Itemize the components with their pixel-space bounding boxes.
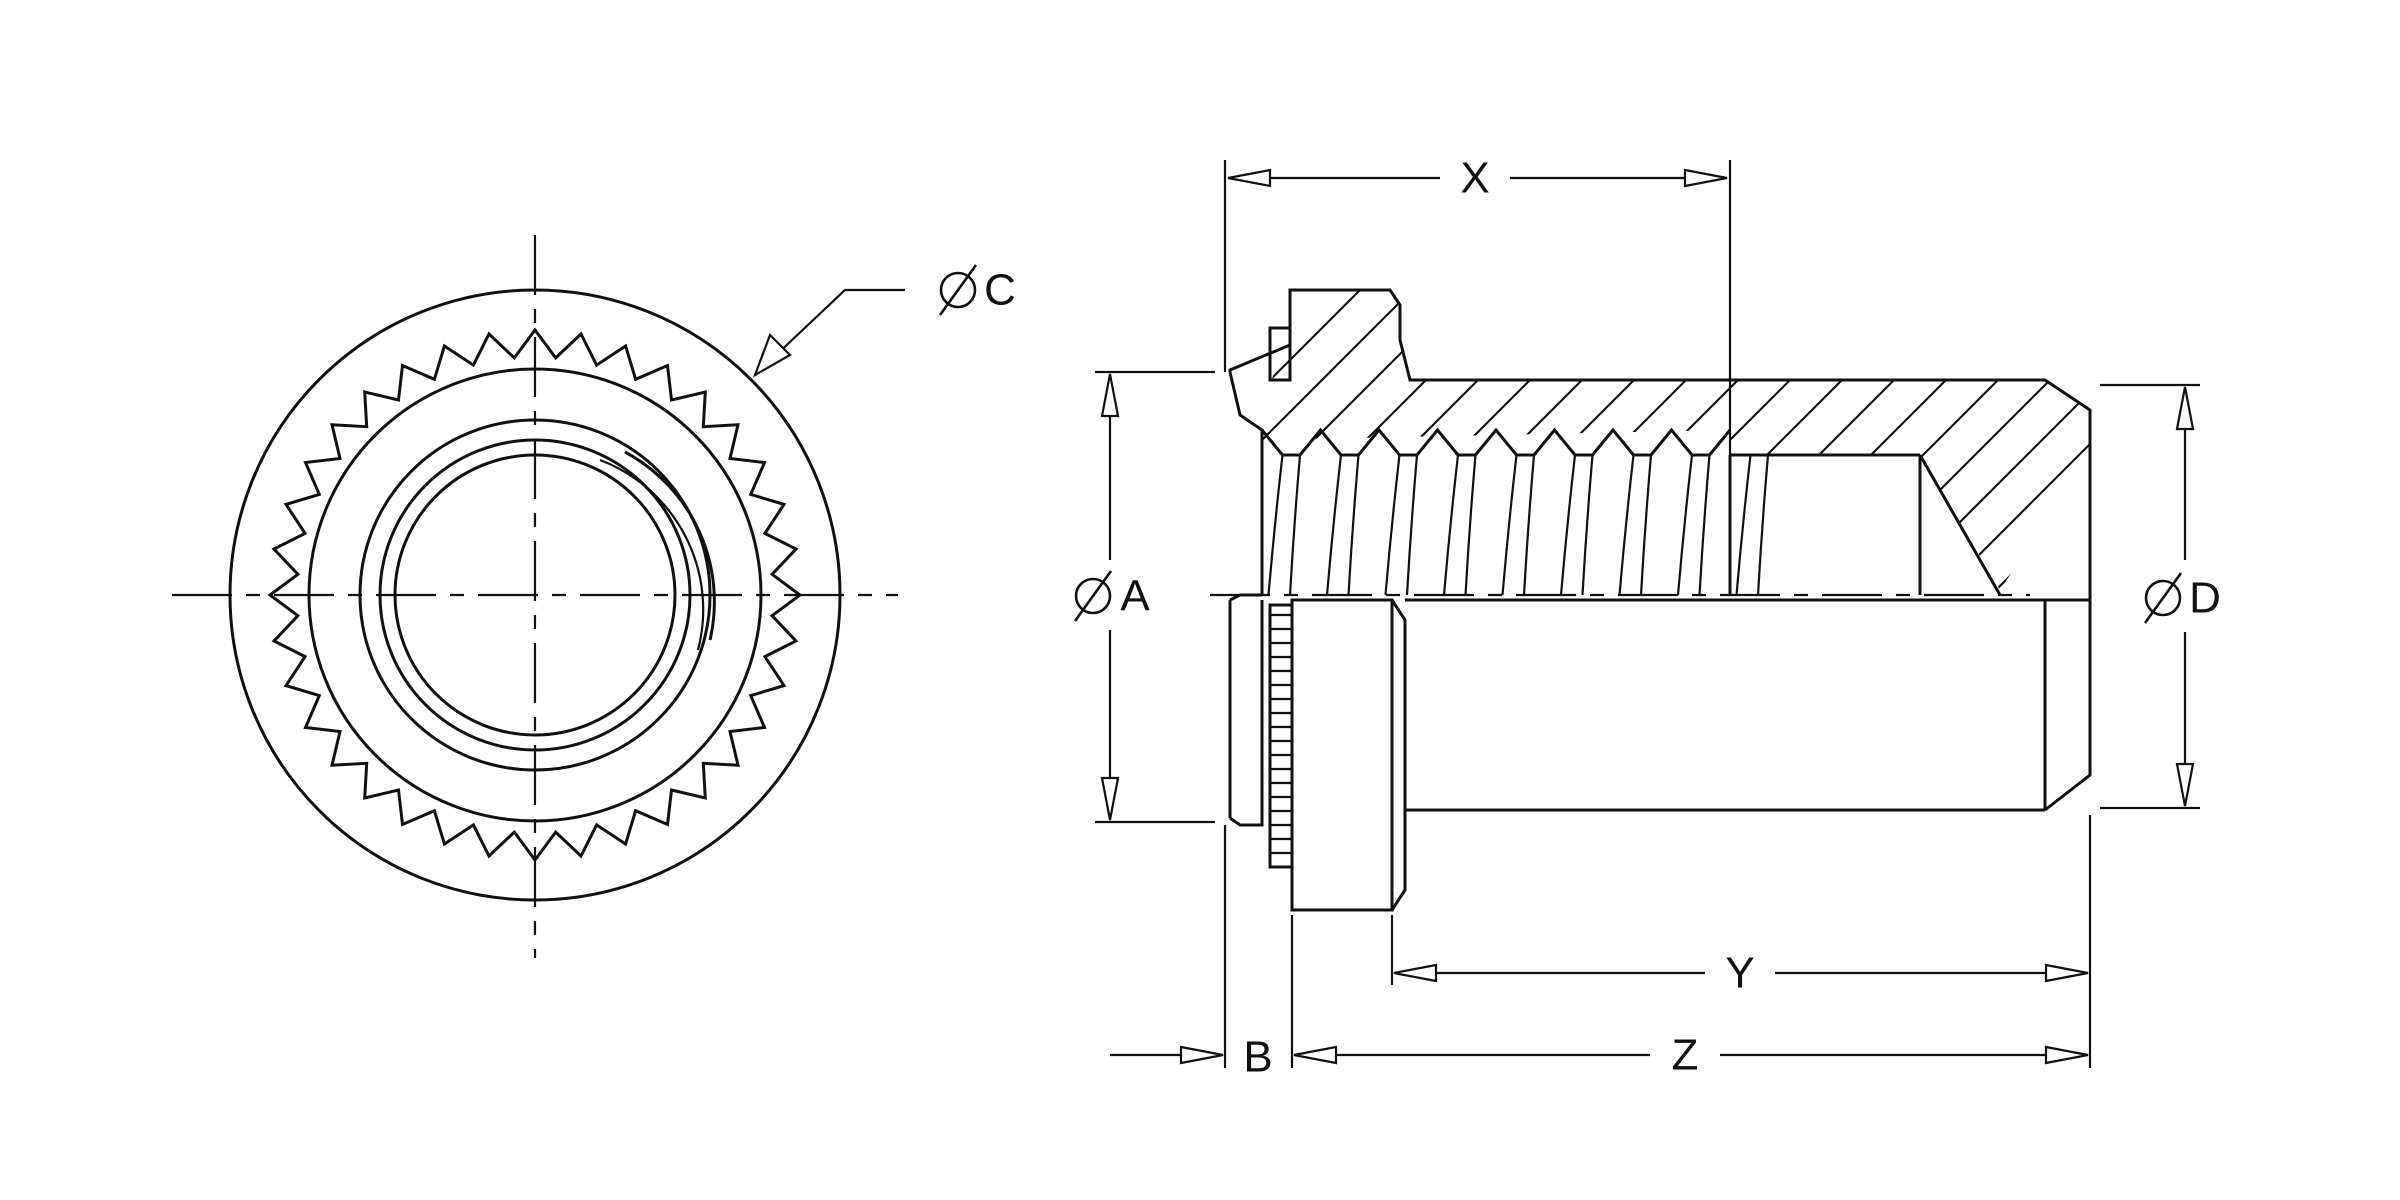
head-collar-chamfer <box>1390 599 1407 911</box>
dim-dia-d: D <box>2100 383 2221 810</box>
flange-top-edge <box>1229 593 1262 602</box>
thread-start-arc-inner <box>599 458 705 651</box>
dia-c-label: C <box>938 264 1016 316</box>
hatch-line <box>2094 200 2400 700</box>
hatch-line <box>1260 290 1503 590</box>
upper-outer-profile <box>1228 288 2092 600</box>
dim-b-label: B <box>1243 1033 1272 1082</box>
thread-flank <box>1384 454 1401 596</box>
hatch-line <box>1365 290 1867 590</box>
hatch-line <box>1885 290 2090 590</box>
hatch-line <box>1417 290 1919 590</box>
thread-flank <box>1405 454 1419 596</box>
hatch-line <box>1937 290 2090 590</box>
hatch-line <box>1313 290 1815 590</box>
thread-start-arc <box>624 450 716 641</box>
hatch-line <box>1469 290 1971 590</box>
thread-flank <box>1676 454 1694 596</box>
knurl-band-ridges <box>1270 613 1292 855</box>
hatch-line <box>1677 290 2090 590</box>
dim-z: Z <box>1223 825 2089 1080</box>
side-view: X A D <box>1073 154 2400 1082</box>
hatch-line <box>1781 290 2090 590</box>
knurl-band <box>1268 603 1294 869</box>
thread-flank <box>1325 454 1343 596</box>
dia-c-letter: C <box>984 266 1016 315</box>
section-hatch <box>1260 200 2400 700</box>
thread-flank <box>1522 454 1536 596</box>
hatch-line <box>1260 290 1711 590</box>
hatch-line <box>1989 290 2090 590</box>
hatch-line <box>1521 290 2023 590</box>
dim-b: B <box>1110 1033 1273 1082</box>
thread-flank <box>1347 454 1360 596</box>
thread-teeth <box>1260 427 1732 457</box>
dim-y-label: Y <box>1725 949 1754 998</box>
dim-dia-a: A <box>1073 370 1215 824</box>
hatch-line <box>2250 200 2400 700</box>
hatch-line <box>2198 200 2400 700</box>
thread-flank <box>1288 454 1302 596</box>
thread-flank <box>1639 454 1653 596</box>
dim-a-letter: A <box>1120 572 1150 621</box>
hatch-line <box>1729 290 2090 590</box>
dim-y: Y <box>1390 815 2092 1068</box>
hatch-line <box>2041 290 2090 590</box>
thread-flank <box>1756 454 1770 596</box>
dim-x: X <box>1223 154 1732 455</box>
thread-flank <box>1618 454 1635 596</box>
flange-thin-plate <box>1229 600 1264 827</box>
dim-d-letter: D <box>2189 574 2221 623</box>
thread-flank <box>1581 454 1594 596</box>
thread-flank <box>1698 454 1711 596</box>
hatch-line <box>1260 290 1659 590</box>
dia-c-leader <box>752 288 905 378</box>
shank-end-chamfer <box>2044 598 2092 812</box>
hatch-line <box>1625 290 2090 590</box>
dim-z-label: Z <box>1672 1031 1699 1080</box>
thread-flank <box>1559 454 1577 596</box>
thread-flank <box>1735 454 1752 596</box>
bore-chamfer <box>1918 454 2002 596</box>
hatch-line <box>1260 290 1607 590</box>
thread-flanks <box>1267 454 1770 596</box>
thread-flank <box>1464 454 1477 596</box>
thread-flank <box>1501 454 1518 596</box>
hatch-line <box>1260 290 1451 590</box>
hatch-line <box>1573 290 2075 590</box>
lower-exterior <box>1228 593 2092 912</box>
hatch-line <box>1833 290 2090 590</box>
upper-head-profile <box>1228 371 1264 595</box>
thread-flank <box>1442 454 1460 596</box>
head-collar <box>1290 598 1394 912</box>
front-view: C <box>172 235 1016 958</box>
thread-flank <box>1267 454 1284 596</box>
dim-x-label: X <box>1460 154 1489 203</box>
